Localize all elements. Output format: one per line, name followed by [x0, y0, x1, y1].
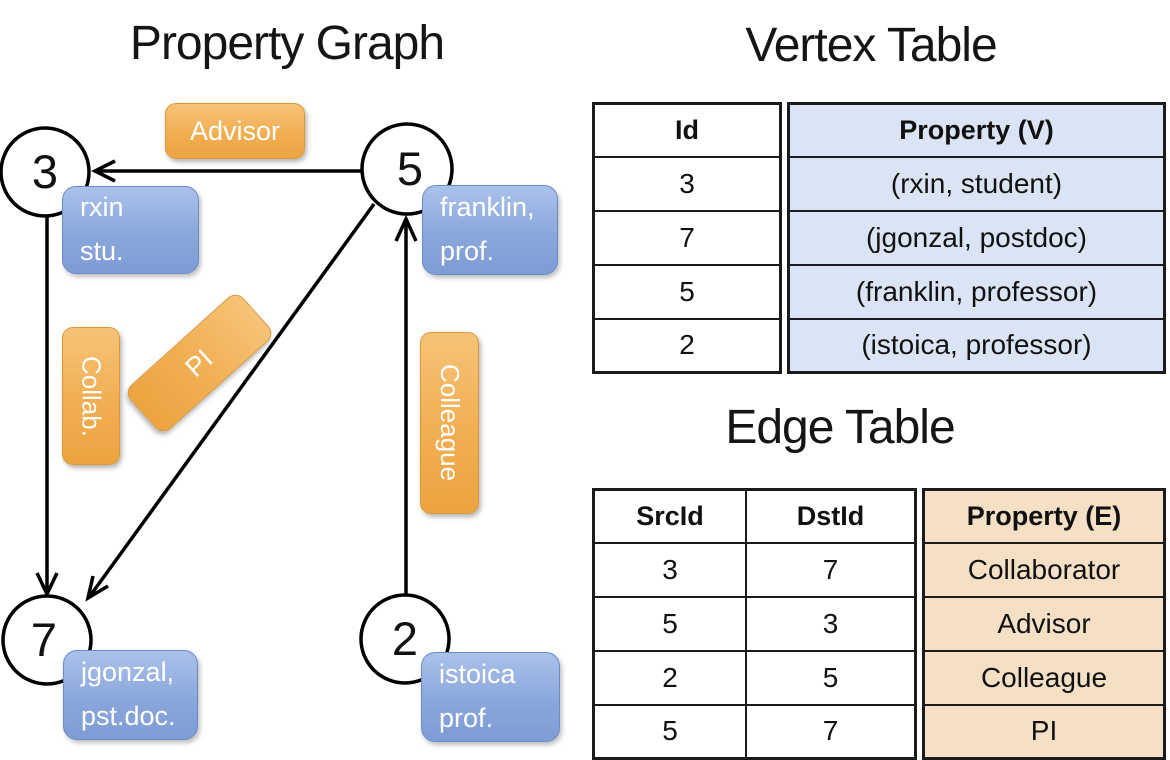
edge-srcid-cell: 3 — [592, 542, 747, 599]
vertex-table-property-column: Property (V) (rxin, student) (jgonzal, p… — [787, 102, 1166, 374]
edge-label-advisor-text: Advisor — [189, 115, 281, 146]
edge-property-header: Property (E) — [922, 488, 1166, 545]
vertex-property-header: Property (V) — [787, 102, 1166, 159]
vertex-property-cell: (istoica, professor) — [787, 317, 1166, 374]
edge-dstid-cell: 3 — [745, 596, 917, 652]
arrowhead-to-node-7-diagonal — [85, 575, 109, 602]
node-7-property-box: jgonzal, pst.doc. — [63, 650, 198, 740]
edge-label-colleague-text: Colleague — [435, 364, 465, 482]
property-graph-title: Property Graph — [129, 17, 445, 70]
edge-dstid-cell: 5 — [745, 649, 917, 706]
node-2-property-line1: istoica — [439, 659, 516, 690]
node-7-property-line1: jgonzal, — [81, 657, 175, 688]
node-2-property-box: istoica prof. — [421, 652, 560, 742]
arrowhead-to-node-5 — [394, 214, 418, 242]
edge-label-collab-text: Collab. — [76, 355, 107, 437]
edge-colleague-line — [394, 214, 418, 595]
edge-srcid-header: SrcId — [592, 488, 747, 545]
vertex-property-cell: (rxin, student) — [787, 156, 1166, 213]
node-3-property-box: rxin stu. — [62, 186, 199, 274]
edge-srcid-cell: 5 — [592, 596, 747, 652]
vertex-id-header: Id — [592, 102, 782, 159]
edge-table-id-columns: SrcId DstId 3 7 5 3 2 5 5 7 — [592, 488, 917, 760]
node-7-property-line2: pst.doc. — [81, 701, 176, 731]
edge-advisor-line — [91, 159, 362, 183]
edge-property-cell: Advisor — [922, 596, 1166, 652]
node-5-property-line1: franklin, — [440, 192, 535, 223]
edge-table-title: Edge Table — [725, 401, 955, 454]
node-7-id: 7 — [31, 613, 57, 666]
node-5-property-line2: prof. — [440, 236, 495, 266]
vertex-property-cell: (jgonzal, postdoc) — [787, 210, 1166, 266]
node-2-id: 2 — [392, 612, 418, 665]
edge-label-pi-text: PI — [179, 342, 219, 383]
node-5-id: 5 — [397, 142, 423, 195]
arrowhead-to-node-7 — [35, 572, 59, 599]
node-2-property-line2: prof. — [439, 703, 494, 733]
vertex-table-id-column: Id 3 7 5 2 — [592, 102, 782, 374]
node-3-id: 3 — [32, 145, 58, 198]
edge-dstid-cell: 7 — [745, 542, 917, 599]
edge-srcid-cell: 5 — [592, 703, 747, 760]
edge-dstid-header: DstId — [745, 488, 917, 545]
node-5-property-box: franklin, prof. — [422, 185, 558, 275]
edge-srcid-cell: 2 — [592, 649, 747, 706]
edge-property-cell: Colleague — [922, 649, 1166, 706]
edge-property-cell: PI — [922, 703, 1166, 760]
vertex-table-title: Vertex Table — [745, 19, 997, 72]
edge-dstid-cell: 7 — [745, 703, 917, 760]
node-3-property-line2: stu. — [80, 236, 124, 266]
edge-label-colleague: Colleague — [420, 332, 479, 514]
vertex-property-cell: (franklin, professor) — [787, 263, 1166, 320]
edge-label-collab: Collab. — [62, 327, 120, 465]
edge-table-property-column: Property (E) Collaborator Advisor Collea… — [922, 488, 1166, 760]
arrowhead-to-node-3 — [91, 159, 116, 183]
vertex-id-cell: 2 — [592, 317, 782, 374]
edge-collab-line — [35, 217, 59, 599]
vertex-id-cell: 7 — [592, 210, 782, 266]
edge-property-cell: Collaborator — [922, 542, 1166, 599]
vertex-id-cell: 5 — [592, 263, 782, 320]
node-3-property-line1: rxin — [80, 192, 124, 223]
property-graph-diagram: 3 5 7 2 Advisor Collab. PI Colleague rxi… — [0, 103, 560, 742]
edge-pi-line — [85, 202, 376, 602]
edge-label-advisor: Advisor — [165, 103, 305, 159]
vertex-id-cell: 3 — [592, 156, 782, 213]
